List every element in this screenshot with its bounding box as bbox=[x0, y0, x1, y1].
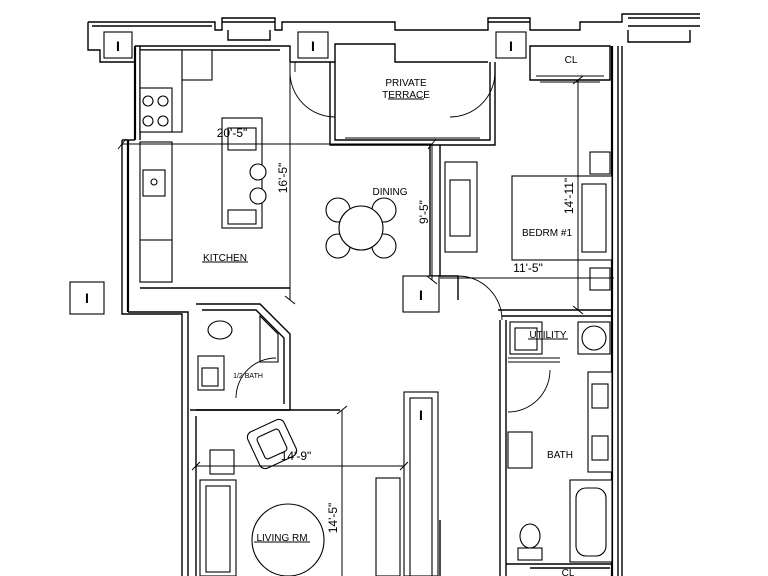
vanity-sink bbox=[591, 383, 609, 409]
table-top bbox=[338, 205, 384, 251]
dimension-labels: 20'-5" 16'-5" 9'-5" 11'-5" 14'-11" 14'-9… bbox=[217, 126, 576, 533]
column-marker bbox=[495, 31, 527, 59]
kitchen-label: KITCHEN bbox=[203, 253, 247, 264]
living-room-label: LIVING RM bbox=[256, 533, 307, 544]
utility-room bbox=[502, 315, 612, 363]
burner bbox=[142, 115, 154, 127]
column-marker bbox=[297, 31, 329, 59]
utility-label: UTILITY bbox=[529, 330, 567, 341]
column-marker bbox=[103, 31, 133, 59]
right-wall bbox=[610, 46, 623, 576]
dishwasher bbox=[139, 239, 173, 283]
bedroom-width-dim: 11'-5" bbox=[513, 261, 543, 275]
tv-console bbox=[375, 477, 401, 576]
dimension-lines bbox=[117, 62, 614, 576]
column-label: I bbox=[85, 290, 89, 306]
nightstand bbox=[589, 151, 611, 175]
tub-basin bbox=[575, 487, 607, 557]
closet-top-label: CL bbox=[565, 55, 578, 66]
nightstand bbox=[589, 267, 611, 291]
stool bbox=[249, 187, 267, 205]
dining-table bbox=[325, 197, 397, 259]
room-labels: PRIVATE TERRACE DINING KITCHEN BEDRM #1 … bbox=[202, 55, 578, 576]
living-furniture bbox=[195, 391, 441, 576]
half-bath-basin bbox=[201, 367, 219, 387]
terrace-label-line2: TERRACE bbox=[382, 90, 430, 101]
end-table bbox=[209, 449, 235, 475]
terrace bbox=[289, 43, 496, 146]
column-label: I bbox=[116, 38, 120, 54]
toilet bbox=[519, 523, 541, 549]
half-bath-toilet bbox=[207, 320, 233, 340]
bath bbox=[499, 320, 613, 576]
bedroom bbox=[429, 145, 613, 321]
column-marker bbox=[402, 275, 440, 313]
burner bbox=[157, 115, 169, 127]
bed-headboard bbox=[581, 183, 607, 253]
column-label: I bbox=[311, 38, 315, 54]
tv bbox=[449, 179, 471, 237]
linen bbox=[507, 431, 533, 469]
column-label: I bbox=[509, 38, 513, 54]
stool bbox=[249, 163, 267, 181]
closet-bottom-label: CL bbox=[562, 568, 575, 576]
column-label: I bbox=[419, 407, 423, 423]
kitchen-depth-dim: 16'-5" bbox=[276, 163, 290, 194]
bedroom-depth-dim: 14'-11" bbox=[562, 178, 576, 214]
half-bath-label: 1/2 BATH bbox=[233, 373, 263, 380]
vanity-sink bbox=[591, 435, 609, 461]
closet-top bbox=[529, 45, 611, 83]
kitchen-width-dim: 20'-5" bbox=[217, 126, 248, 140]
living-depth-dim: 14'-5" bbox=[326, 503, 340, 534]
half-bath-sink-counter bbox=[259, 314, 279, 363]
toilet-tank bbox=[517, 547, 543, 561]
kitchen-left-wall bbox=[121, 139, 189, 576]
armchair-seat bbox=[256, 428, 288, 460]
column-label: I bbox=[419, 287, 423, 303]
terrace-label-line1: PRIVATE bbox=[385, 78, 427, 89]
dining-depth-dim: 9'-5" bbox=[417, 200, 431, 224]
column-marker bbox=[69, 281, 105, 315]
coffee-table bbox=[251, 503, 325, 576]
burner bbox=[142, 95, 154, 107]
dining-label: DINING bbox=[373, 187, 408, 198]
top-wall bbox=[87, 13, 700, 63]
sofa-seat bbox=[205, 485, 231, 573]
bath-label: BATH bbox=[547, 450, 573, 461]
columns: I I I I I I bbox=[69, 31, 527, 423]
fridge bbox=[181, 49, 213, 81]
living-column-inner bbox=[409, 397, 433, 576]
half-bath bbox=[190, 303, 340, 411]
living-width-dim: 14'-9" bbox=[281, 449, 312, 463]
bedroom-label: BEDRM #1 bbox=[522, 228, 572, 239]
sink-drain bbox=[150, 178, 158, 186]
island-cabinet bbox=[227, 209, 257, 225]
dryer-door bbox=[581, 325, 607, 351]
burner bbox=[157, 95, 169, 107]
